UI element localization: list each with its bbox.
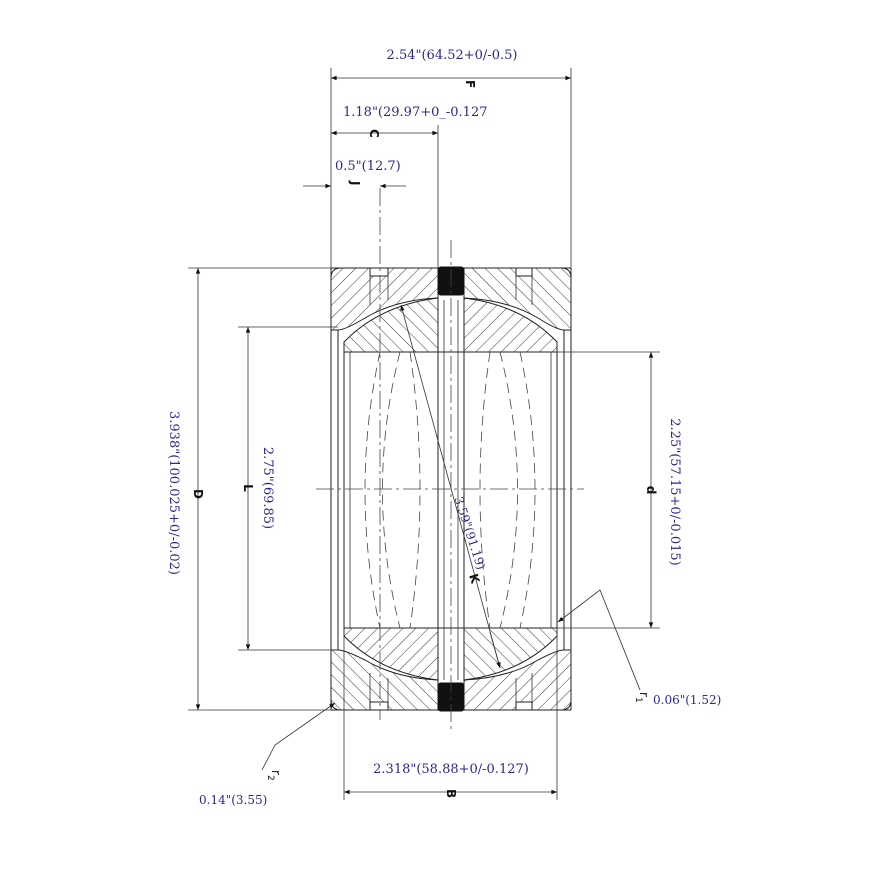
dim-k-value: 3.59"(91.19): [451, 495, 488, 572]
dim-d-outer-symbol: D: [191, 489, 205, 499]
dim-c-value: 1.18"(29.97+0_-0.127: [343, 105, 488, 120]
dim-r2-letter: r: [269, 770, 283, 775]
dim-d-outer-value: 3.938"(100.025+0/-0.02): [166, 411, 181, 575]
hidden-sphere-lines: [364, 351, 536, 629]
dim-r1-subscript: 1: [633, 697, 643, 703]
dim-r1-value: 0.06"(1.52): [653, 693, 721, 707]
dim-c-symbol: C: [367, 129, 381, 138]
dim-r2-subscript: 2: [265, 775, 275, 781]
dim-l-value: 2.75"(69.85): [260, 447, 275, 529]
dim-k-symbol: K: [466, 572, 482, 586]
dim-j-value: 0.5"(12.7): [335, 159, 401, 174]
dim-l-symbol: L: [241, 484, 255, 492]
bearing-body: [330, 267, 572, 711]
dim-r2-symbol: r2: [265, 770, 283, 781]
dim-r1-symbol: r1: [633, 692, 651, 703]
bottom-inner-ring-section: [343, 627, 558, 681]
dim-r1-letter: r: [637, 692, 651, 697]
dim-r2-value: 0.14"(3.55): [199, 793, 267, 807]
top-outer-ring-section: [330, 267, 572, 331]
dim-f-symbol: F: [463, 80, 477, 88]
dim-b-symbol: B: [444, 789, 458, 798]
dim-bore-value: 2.25"(57.15+0/-0.015): [667, 418, 682, 565]
top-inner-ring-section: [343, 297, 558, 353]
dimension-lines: [195, 75, 654, 795]
dim-bore-symbol: d: [644, 486, 658, 495]
bottom-outer-ring-section: [330, 649, 572, 711]
extension-lines: [188, 68, 660, 800]
dim-f-value: 2.54"(64.52+0/-0.5): [387, 48, 518, 63]
dim-b-value: 2.318"(58.88+0/-0.127): [373, 762, 529, 777]
dim-j-symbol: J: [348, 180, 362, 185]
centerlines: [316, 188, 584, 730]
